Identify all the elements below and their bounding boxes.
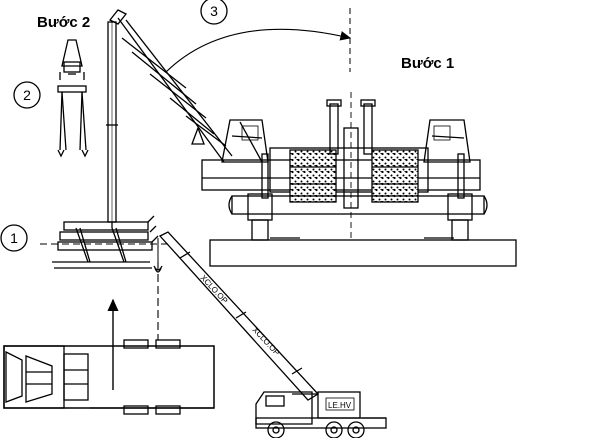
counterweight-left: [289, 149, 337, 203]
marker-1-number: 1: [10, 230, 18, 246]
rig-leader-mast: [106, 9, 128, 228]
marker-3-circle: [200, 0, 228, 25]
pile-stack: [40, 215, 168, 269]
swing-arc-arrow: [165, 28, 352, 73]
step-1-label: Bước 1: [401, 55, 455, 72]
crane-cab-text: LE.HV: [328, 401, 352, 410]
hook-down-line: [153, 262, 163, 340]
marker-2-number: 2: [23, 87, 31, 103]
marker-1-circle: [0, 224, 28, 252]
pile-rig-machine: [201, 92, 517, 267]
step-2-label: Bước 2: [37, 14, 91, 31]
counterweight-right: [371, 149, 419, 203]
ground-platform: [209, 239, 517, 267]
marker-2-circle: [13, 81, 41, 109]
mobile-crane: [154, 231, 387, 439]
marker-3-number: 3: [210, 3, 218, 19]
boom-text-upper: XCLO.OP: [199, 273, 230, 305]
rig-boom: [117, 17, 233, 163]
pile-gripper: [57, 39, 89, 158]
delivery-truck: [3, 339, 215, 415]
